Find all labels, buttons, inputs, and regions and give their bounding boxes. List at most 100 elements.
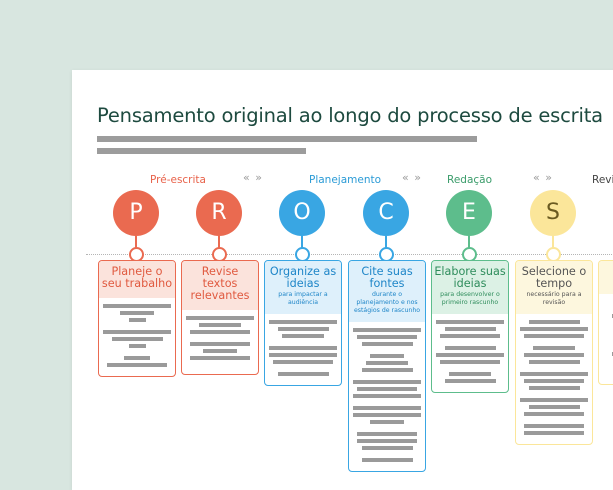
placeholder-line <box>353 413 421 417</box>
step-card: Revise textos relevantes <box>181 260 259 375</box>
placeholder-line <box>124 356 150 360</box>
placeholder-line <box>524 353 584 357</box>
placeholder-line <box>120 311 154 315</box>
chevrons: « » <box>243 171 263 184</box>
placeholder-line <box>353 394 421 398</box>
step-column: R Revise textos relevantes <box>180 184 260 490</box>
placeholder-line <box>186 316 254 320</box>
placeholder-line <box>362 342 413 346</box>
placeholder-line <box>362 368 413 372</box>
placeholder-line <box>445 379 496 383</box>
placeholder-line <box>445 346 496 350</box>
step-subtext: para desenvolver o primeiro rascunho <box>434 291 506 307</box>
placeholder-line <box>529 386 580 390</box>
placeholder-line <box>524 334 584 338</box>
placeholder-line <box>190 356 250 360</box>
placeholder-line <box>357 387 417 391</box>
placeholder-line <box>353 380 421 384</box>
step-letter-circle: P <box>113 190 159 236</box>
placeholder-lines <box>265 314 341 385</box>
placeholder-line <box>533 346 576 350</box>
step-card-header: Sepl <box>599 261 613 294</box>
step-heading: Organize as ideias <box>267 266 339 290</box>
placeholder-line <box>436 353 504 357</box>
step-card: Sepl <box>598 260 613 385</box>
step-heading: Cite suas fontes <box>351 266 423 290</box>
step-letter-circle: E <box>446 190 492 236</box>
placeholder-line <box>357 439 417 443</box>
placeholder-line <box>112 337 163 341</box>
placeholder-line <box>103 304 171 308</box>
placeholder-line <box>129 318 146 322</box>
step-heading: Revise textos relevantes <box>184 266 256 302</box>
placeholder-line <box>362 446 413 450</box>
step-subtext: necessário para a revisão <box>518 291 590 307</box>
placeholder-line <box>269 320 337 324</box>
step-heading: Elabore suas ideias <box>434 266 506 290</box>
placeholder-line <box>190 330 250 334</box>
placeholder-line <box>520 372 588 376</box>
chevrons: « » <box>402 171 422 184</box>
placeholder-line <box>520 327 588 331</box>
placeholder-line <box>445 327 496 331</box>
placeholder-line <box>190 342 250 346</box>
placeholder-line <box>357 432 417 436</box>
placeholder-line <box>524 412 584 416</box>
placeholder-line <box>129 344 146 348</box>
step-letter-circle: S <box>530 190 576 236</box>
step-heading: Planeje o seu trabalho <box>101 266 173 290</box>
placeholder-line <box>449 372 492 376</box>
placeholder-lines <box>349 322 425 471</box>
placeholder-line <box>353 406 421 410</box>
subtitle-placeholder-line <box>97 148 306 154</box>
placeholder-line <box>357 335 417 339</box>
placeholder-line <box>524 424 584 428</box>
placeholder-line <box>353 328 421 332</box>
placeholder-line <box>529 405 580 409</box>
step-column: Sepl <box>597 184 613 490</box>
placeholder-line <box>366 361 409 365</box>
placeholder-line <box>436 320 504 324</box>
step-card-header: Revise textos relevantes <box>182 261 258 310</box>
step-heading: Se <box>601 266 613 278</box>
worksheet: Pensamento original ao longo do processo… <box>72 70 613 490</box>
placeholder-line <box>107 363 167 367</box>
placeholder-line <box>103 330 171 334</box>
placeholder-line <box>524 431 584 435</box>
placeholder-lines <box>432 314 508 392</box>
placeholder-line <box>520 398 588 402</box>
placeholder-line <box>524 379 584 383</box>
step-card-header: Planeje o seu trabalho <box>99 261 175 298</box>
step-subtext: durante o planejamento e nos estágios de… <box>351 291 423 315</box>
placeholder-line <box>199 323 242 327</box>
placeholder-lines <box>99 298 175 376</box>
page-title: Pensamento original ao longo do processo… <box>97 104 603 127</box>
placeholder-line <box>203 349 237 353</box>
step-column: P Planeje o seu trabalho <box>97 184 177 490</box>
placeholder-lines <box>516 314 592 444</box>
step-subtext: pl <box>601 279 613 287</box>
step-card: Planeje o seu trabalho <box>98 260 176 377</box>
placeholder-line <box>362 458 413 462</box>
placeholder-line <box>440 334 500 338</box>
placeholder-lines <box>182 310 258 374</box>
placeholder-line <box>269 346 337 350</box>
step-subtext: para impactar a audiência <box>267 291 339 307</box>
placeholder-line <box>278 372 329 376</box>
placeholder-line <box>278 327 329 331</box>
placeholder-lines <box>599 294 613 384</box>
placeholder-line <box>269 353 337 357</box>
placeholder-line <box>370 420 404 424</box>
step-letter-circle: R <box>196 190 242 236</box>
step-letter-circle: C <box>363 190 409 236</box>
